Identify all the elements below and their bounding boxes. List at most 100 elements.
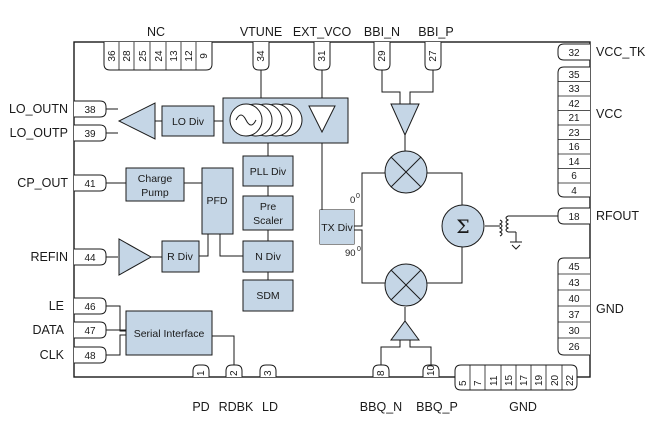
data-pin-number: 47: [84, 326, 96, 337]
serial-interface-label: Serial Interface: [134, 328, 205, 340]
bbi-p-label: BBI_P: [418, 25, 453, 39]
gnd-pin-number: 7: [473, 380, 484, 386]
gnd-pin-number: 43: [568, 278, 580, 289]
lo-outp-pin: 39: [74, 124, 107, 142]
vtune-pin-number: 34: [256, 50, 267, 62]
vcc-pin-number: 23: [568, 128, 580, 139]
rfout-pin: 18: [557, 207, 590, 225]
r-div-label: R Div: [167, 251, 193, 263]
bbq-p-pin-number: 10: [426, 364, 437, 376]
sdm-block: [242, 279, 294, 312]
bbq-p-pin: 10: [422, 364, 440, 377]
vcc-tk-label: VCC_TK: [596, 45, 646, 59]
serial-interface-block: [125, 310, 213, 356]
ext-vco-pin: 31: [313, 42, 331, 71]
bbq-buffer-triangle: [390, 320, 420, 341]
gnd-bottom-pin-dividers: [469, 377, 563, 390]
gnd-pin-number: 45: [568, 262, 580, 273]
pd-label: PD: [192, 400, 209, 414]
pd-pin-number: 1: [196, 370, 207, 376]
prescaler-label-line2: Scaler: [253, 215, 283, 227]
pfd-block: [201, 167, 234, 235]
clk-pin-number: 48: [84, 351, 96, 362]
bbi-n-label: BBI_N: [364, 25, 400, 39]
lo-div-block: [161, 105, 215, 137]
le-pin-number: 46: [84, 302, 96, 313]
gnd-bottom-pin-group: [454, 364, 578, 377]
vcc-pin-number: 35: [568, 70, 580, 81]
bbi-n-pin-number: 29: [377, 50, 388, 62]
tx-div-block-body: [320, 210, 354, 244]
charge-pump-block: [125, 167, 185, 202]
clk-pin: 48: [74, 346, 107, 364]
bbq-p-label: BBQ_P: [416, 400, 458, 414]
vcc-label: VCC: [596, 107, 622, 121]
nc-pin-number: 36: [107, 50, 118, 62]
refin-pin: 44: [74, 248, 107, 266]
lo-outp-label: LO_OUTP: [10, 126, 68, 140]
prescaler-block: [242, 195, 294, 231]
gnd-pin-number: 37: [568, 310, 580, 321]
gnd-pin-number: 30: [568, 326, 580, 337]
phase-90-label: 90: [345, 248, 356, 259]
bbq-n-pin: 8: [372, 364, 390, 377]
bbi-p-pin-number: 27: [428, 50, 439, 62]
pfd-label: PFD: [207, 195, 228, 207]
gnd-bottom-numbers: 5 7 11 15 17 19 20 22: [458, 374, 576, 386]
gnd-right-pin-group: 45 43 40 37 30 26: [557, 257, 590, 356]
vcc-pin-number: 42: [568, 99, 580, 110]
pll-div-block: [242, 155, 294, 187]
data-pin: 47: [74, 321, 107, 339]
vcc-pin-number: 33: [568, 84, 580, 95]
rfout-pin-number: 18: [568, 212, 580, 223]
r-div-block: [161, 240, 200, 273]
charge-pump-label-line1: Charge: [138, 173, 173, 185]
ext-vco-label: EXT_VCO: [293, 25, 352, 39]
ld-label: LD: [262, 400, 278, 414]
summer-symbol: Σ: [456, 216, 469, 238]
gnd-pin-number: 22: [565, 374, 576, 386]
pll-div-label: PLL Div: [250, 166, 287, 178]
refin-buffer-triangle: [118, 238, 153, 276]
rfout-label: RFOUT: [596, 209, 639, 223]
rdbk-pin-number: 2: [229, 370, 240, 376]
cp-out-pin-number: 41: [84, 179, 96, 190]
cp-out-pin: 41: [74, 174, 107, 192]
vcc-pin-number: 21: [568, 113, 580, 124]
summer-icon: [441, 204, 485, 248]
nc-pin-number: 12: [184, 50, 195, 62]
vco-oscillator-icon: [229, 103, 303, 137]
lo-output-buffer-triangle: [117, 102, 156, 140]
phase-0-degree: 0: [356, 193, 360, 200]
vcc-pin-group: 35 33 42 21 23 16 14 6 4: [557, 66, 590, 198]
lo-div-label: LO Div: [172, 116, 205, 128]
bbi-p-pin: 27: [424, 42, 442, 71]
gnd-pin-number: 26: [568, 342, 580, 353]
bbq-n-label: BBQ_N: [360, 400, 402, 414]
n-div-label: N Div: [255, 251, 281, 263]
q-mixer-icon: [384, 263, 428, 307]
vcc-pin-number: 4: [571, 186, 577, 197]
lo-outn-label: LO_OUTN: [9, 102, 68, 116]
gnd-pin-number: 15: [504, 374, 515, 386]
gnd-pin-number: 5: [458, 380, 469, 386]
data-label: DATA: [33, 323, 65, 337]
bbi-n-pin: 29: [373, 42, 391, 71]
rdbk-label: RDBK: [219, 400, 254, 414]
rdbk-pin: 2: [225, 364, 243, 377]
sdm-label: SDM: [256, 290, 279, 302]
gnd-bottom-label: GND: [509, 400, 537, 414]
le-pin: 46: [74, 297, 107, 315]
balun-icon: [498, 215, 522, 250]
gnd-pin-number: 19: [534, 374, 545, 386]
nc-label: NC: [147, 25, 165, 39]
nc-pin-group: 36 28 25 24 13 12 9: [103, 42, 213, 71]
nc-pin-number: 24: [154, 50, 165, 62]
lo-outn-pin: 38: [74, 100, 107, 118]
nc-pin-number: 28: [122, 50, 133, 62]
lo-outp-pin-number: 39: [84, 129, 96, 140]
charge-pump-label-line2: Pump: [141, 187, 169, 199]
clk-label: CLK: [40, 348, 65, 362]
gnd-pin-number: 20: [550, 374, 561, 386]
